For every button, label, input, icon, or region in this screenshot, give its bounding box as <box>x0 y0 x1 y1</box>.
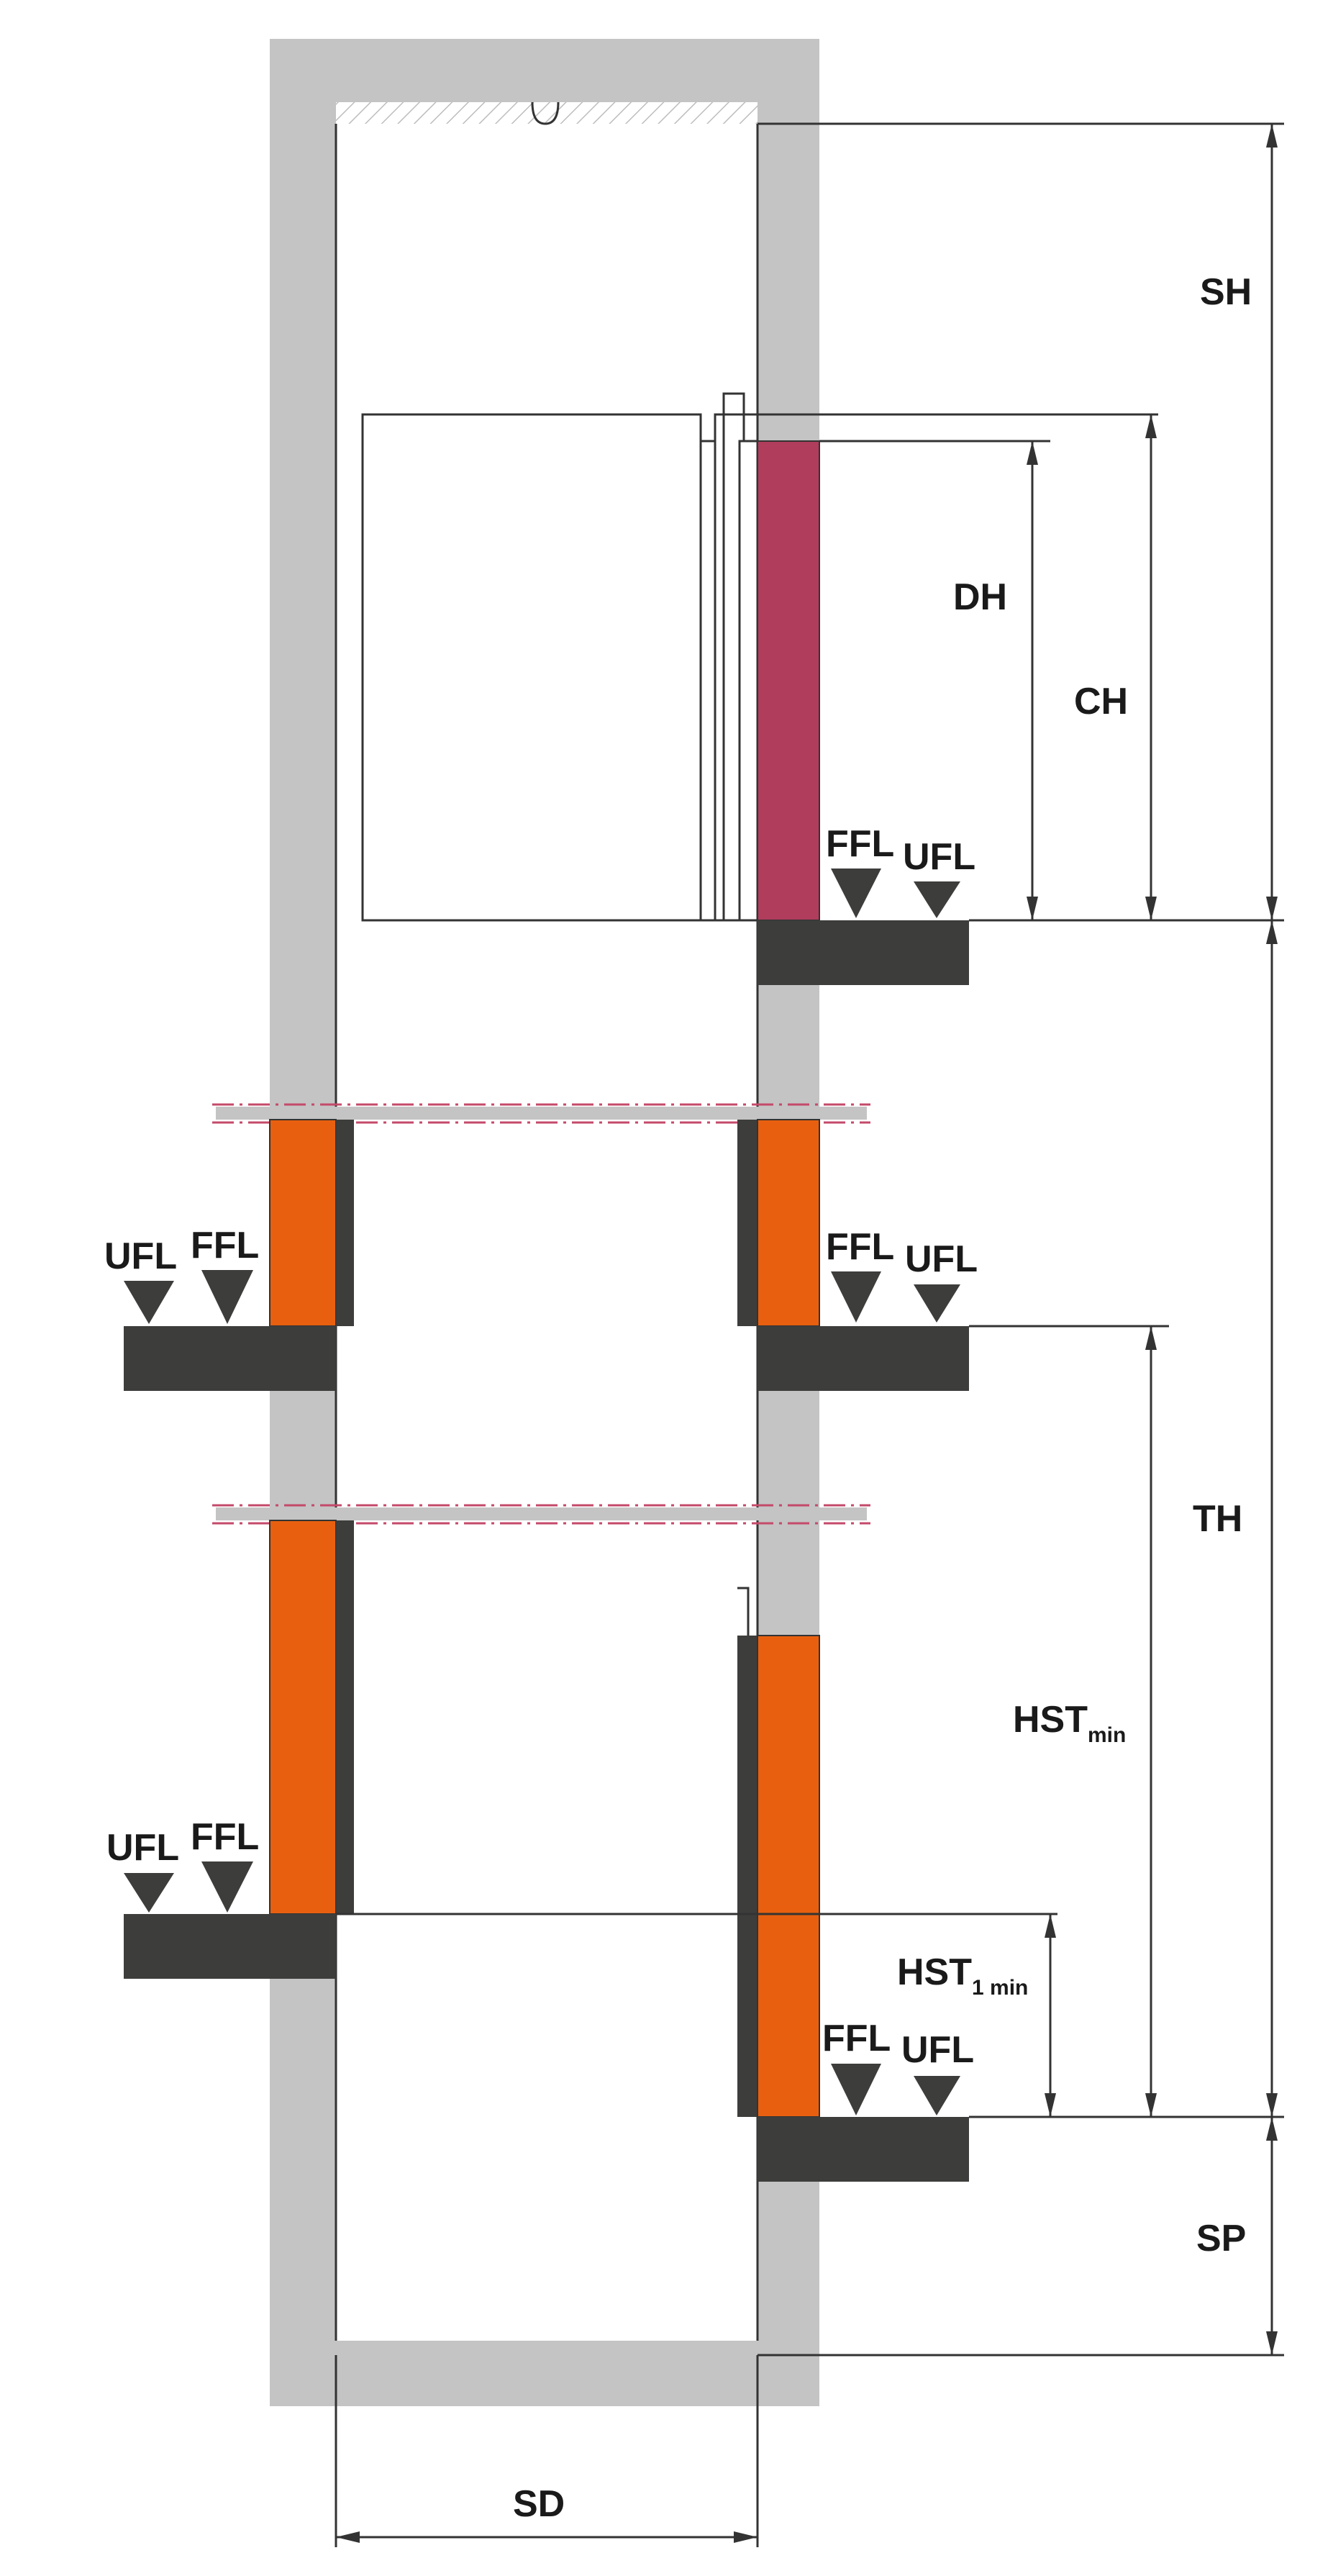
sd-label: SD <box>513 2483 565 2525</box>
ffl-marker-icon <box>201 1861 253 1913</box>
ufl-marker-icon <box>124 1281 174 1324</box>
dimension-hst1-min <box>1045 1914 1056 2117</box>
ch-label: CH <box>1074 681 1128 722</box>
shaft-pit-floor <box>270 2341 819 2406</box>
level-markers-middle-left: UFL FFL <box>104 1225 259 1324</box>
floor-slab-top-right <box>758 920 969 985</box>
ufl-marker-icon <box>914 2076 960 2115</box>
car-door <box>757 440 820 921</box>
th-label: TH <box>1193 1498 1242 1540</box>
dimension-sd <box>336 2531 758 2543</box>
ffl-label: FFL <box>826 823 894 865</box>
suspension-hook <box>531 101 560 125</box>
ufl-label: UFL <box>901 2029 974 2071</box>
elevator-car <box>361 392 820 922</box>
ffl-marker-icon <box>831 1271 881 1323</box>
shaft-ceiling-wall <box>270 39 819 102</box>
ffl-label: FFL <box>822 2018 891 2059</box>
dimension-hst-min <box>1145 1326 1157 2117</box>
sp-label: SP <box>1196 2218 1246 2259</box>
ufl-label: UFL <box>106 1827 179 1869</box>
landing-door-lower-left <box>269 1520 354 1915</box>
floor-slab-lower-left <box>124 1914 336 1979</box>
dimension-dh <box>1027 441 1038 920</box>
floor-slab-bottom-right <box>758 2117 969 2182</box>
ufl-marker-icon <box>124 1873 174 1913</box>
ffl-label: FFL <box>191 1225 259 1266</box>
dimension-th <box>1266 920 1278 2117</box>
dh-label: DH <box>953 576 1007 618</box>
shaft-ceiling-hatch <box>336 102 758 124</box>
landing-door-middle-left <box>269 1119 354 1327</box>
ufl-marker-icon <box>914 881 960 918</box>
level-markers-top-right: FFL UFL <box>826 823 975 918</box>
floor-dashed-lines <box>212 1103 870 1525</box>
level-markers-middle-right: FFL UFL <box>826 1226 978 1323</box>
dimension-sp <box>1266 2117 1278 2355</box>
ffl-label: FFL <box>191 1816 259 1858</box>
ffl-label: FFL <box>826 1226 894 1268</box>
landing-door-bottom-right <box>737 1587 820 2118</box>
extension-lines <box>335 122 1284 2547</box>
level-markers-lower-left: UFL FFL <box>106 1816 259 1913</box>
hst1-min-label: HST1 min <box>897 1951 1028 2000</box>
ffl-marker-icon <box>831 2064 881 2115</box>
ufl-marker-icon <box>914 1284 960 1323</box>
level-markers-bottom-right: FFL UFL <box>822 2018 974 2115</box>
landing-door-middle-right <box>737 1119 820 1327</box>
ffl-marker-icon <box>831 869 881 918</box>
hst-min-label: HSTmin <box>1013 1699 1126 1747</box>
ufl-label: UFL <box>104 1235 177 1277</box>
ffl-marker-icon <box>201 1270 253 1324</box>
floor-slab-middle-left <box>124 1326 336 1391</box>
floor-slab-middle-right <box>758 1326 969 1391</box>
dimension-ch <box>1145 414 1157 920</box>
dimension-sh <box>1266 124 1278 920</box>
sh-label: SH <box>1200 271 1252 313</box>
ufl-label: UFL <box>905 1238 978 1280</box>
ufl-label: UFL <box>903 836 975 878</box>
